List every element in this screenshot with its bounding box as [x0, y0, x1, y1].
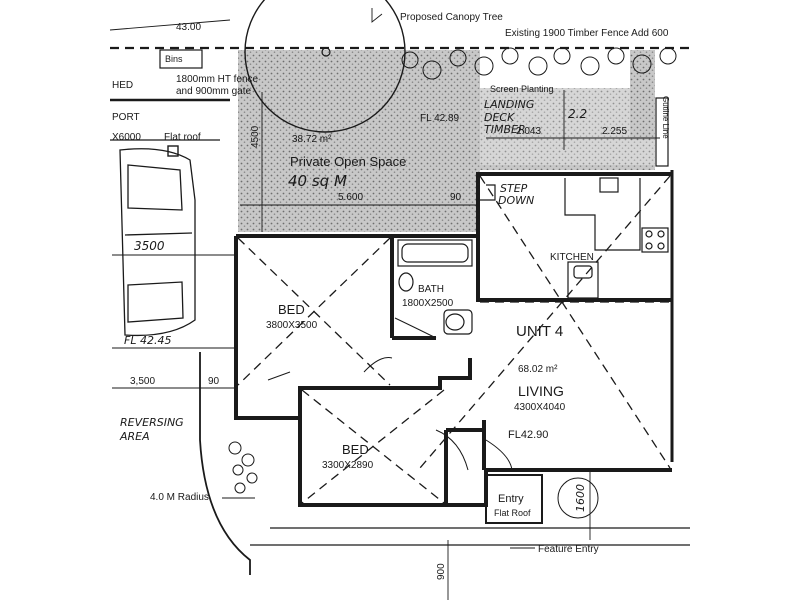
port-label: PORT: [112, 112, 140, 123]
canopy-tree-leader: [371, 8, 383, 23]
step-down-label-2: DOWN: [498, 194, 534, 207]
door-swings: [267, 317, 513, 471]
shed-label: HED: [112, 80, 133, 91]
entry-label: Entry: [498, 493, 524, 505]
bath-label: BATH: [418, 284, 444, 295]
private-open-space-area: [238, 50, 655, 232]
bed2-size-label: 3300X2890: [322, 460, 374, 471]
dim-22-label: 2.2: [568, 107, 587, 121]
top-dim-label: 43.00: [176, 22, 201, 33]
dim-1600-circle: [557, 477, 599, 519]
canopy-tree-trunk: [321, 47, 331, 57]
unit-area-label: 68.02 m²: [518, 364, 558, 375]
room-diagonals: [237, 175, 671, 504]
bed2-label: BED: [342, 442, 369, 457]
fence-note-2: and 900mm gate: [176, 86, 251, 97]
fence-note-1: 1800mm HT fence: [176, 74, 259, 85]
feature-entry-label: Feature Entry: [538, 544, 599, 555]
entry-box: [485, 474, 543, 524]
entry-roof-label: Flat Roof: [494, 508, 531, 518]
fl-carport-label: FL 42.45: [124, 334, 171, 347]
screen-planting-shrubs: [401, 47, 677, 80]
port-size-label: X6000: [112, 132, 141, 143]
pos-area-m2: 38.72 m²: [292, 134, 332, 145]
landing-label-3: TIMBER: [484, 123, 526, 136]
bed1-label: BED: [278, 302, 305, 317]
dim-2043-label: 2.043: [516, 126, 541, 137]
bins-label: Bins: [165, 54, 183, 64]
garden-shrubs: [228, 441, 258, 494]
pos-area-sqm: 40 sq M: [288, 172, 347, 190]
timber-fence-label: Existing 1900 Timber Fence Add 600: [505, 28, 669, 39]
unit-label: UNIT 4: [516, 323, 563, 340]
kitchen-label: KITCHEN: [550, 252, 594, 263]
bed1-size-label: 3800X3500: [266, 320, 318, 331]
pos-title: Private Open Space: [290, 154, 406, 169]
top-dim-line: [109, 19, 231, 31]
dim-90-left-label: 90: [208, 376, 220, 387]
dim-5600-label: 5.600: [338, 192, 363, 203]
dim-3500-car-label: 3500: [134, 239, 165, 253]
screen-planting-label: Screen Planting: [490, 84, 554, 94]
flat-roof-left-label: Flat roof: [164, 132, 201, 143]
landing-label-2: DECK: [484, 111, 515, 124]
step-down-arrow: [480, 184, 496, 201]
dim-4500-label: 4500: [250, 125, 261, 148]
canopy-tree-label: Proposed Canopy Tree: [400, 12, 503, 23]
reversing-label-1: REVERSING: [120, 416, 184, 429]
dim-1600-label: 1600: [574, 484, 587, 512]
living-size-label: 4300X4040: [514, 402, 566, 413]
canopy-tree-circle: [244, 0, 406, 133]
landing-deck-area: [480, 88, 655, 168]
reversing-label-2: AREA: [119, 430, 150, 443]
bins-box: [159, 49, 203, 69]
fl-living-label: FL42.90: [508, 429, 548, 441]
kitchen-fixtures: [564, 177, 669, 299]
radius-curve: [199, 352, 251, 575]
dim-2255-label: 2.255: [602, 126, 627, 137]
boundary-label: Gutline Line: [661, 96, 670, 139]
dim-90-top-label: 90: [450, 192, 462, 203]
bath-fixtures: [397, 239, 473, 335]
step-down-label-1: STEP: [500, 182, 528, 195]
car-outline: [119, 148, 196, 337]
dim-900-label: 900: [436, 563, 447, 580]
living-label: LIVING: [518, 383, 564, 399]
right-boundary-fence: [655, 97, 669, 167]
radius-label: 4.0 M Radius: [150, 492, 209, 503]
dim-3500-left-label: 3,500: [130, 376, 155, 387]
fl-deck-label: FL 42.89: [420, 113, 460, 124]
bath-size-label: 1800X2500: [402, 298, 454, 309]
landing-label-1: LANDING: [484, 98, 534, 111]
